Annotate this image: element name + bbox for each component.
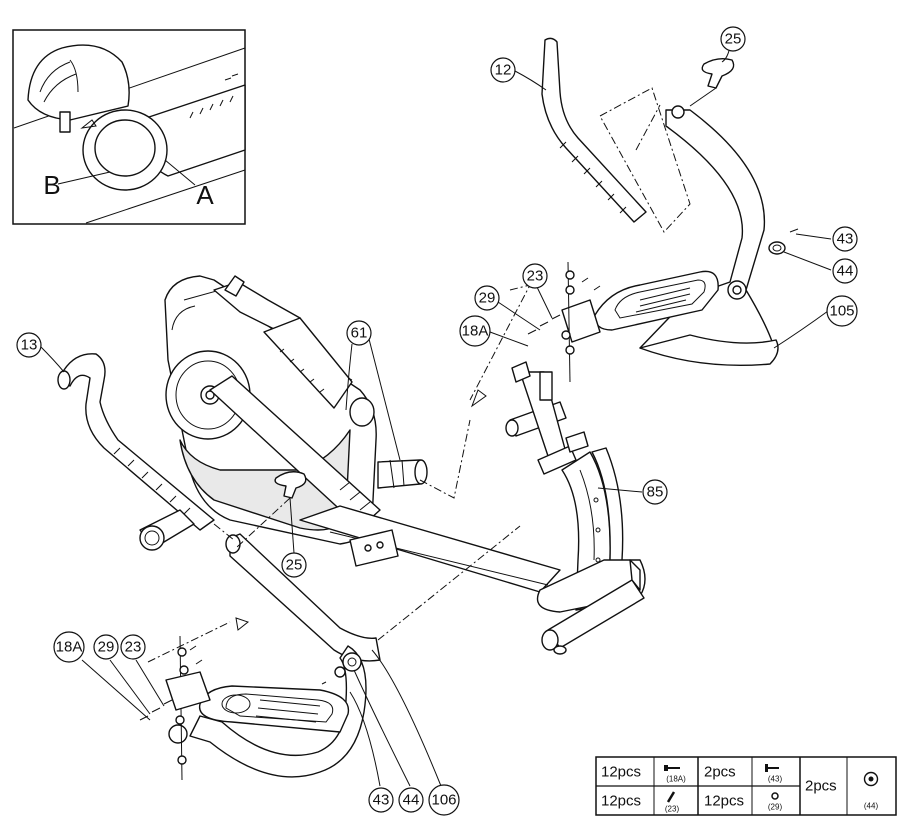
callout-12: 12: [490, 57, 516, 83]
svg-text:(29): (29): [768, 803, 783, 812]
left-bracket-hardware: [139, 635, 211, 781]
left-arm-lower: [168, 533, 381, 778]
svg-text:18A: 18A: [56, 639, 83, 656]
seat-bracket: [213, 275, 353, 409]
nut-icon: [771, 792, 779, 800]
right-pedal: [561, 270, 719, 343]
svg-text:44: 44: [403, 792, 420, 809]
bolt-icon: [664, 765, 680, 771]
washer-cap-bottom: [321, 666, 346, 685]
svg-text:44: 44: [837, 263, 854, 280]
callout-106: 106: [428, 784, 460, 816]
base-beam: [299, 505, 561, 593]
callout-29-left: 29: [93, 634, 119, 660]
hardware-cell-43: 2pcs (43): [704, 764, 782, 784]
inset-detail: B A: [12, 29, 246, 225]
svg-text:12: 12: [495, 62, 512, 79]
left-pedal: [198, 685, 350, 733]
right-handlebar-upper: [541, 37, 647, 223]
svg-text:25: 25: [286, 557, 303, 574]
washer-pin-icon: [666, 791, 676, 803]
svg-text:23: 23: [125, 639, 142, 656]
left-handlebar-upper: [57, 353, 215, 531]
svg-text:(43): (43): [768, 775, 783, 784]
washer-cap-right: [768, 228, 799, 255]
svg-text:23: 23: [527, 268, 544, 285]
callout-18A-right: 18A: [459, 315, 491, 347]
callout-13: 13: [16, 332, 42, 358]
svg-text:13: 13: [21, 337, 38, 354]
right-arm-lower: [639, 105, 779, 366]
right-bracket-hardware: [527, 261, 601, 383]
svg-text:85: 85: [647, 484, 664, 501]
knob-top: [689, 57, 735, 107]
callout-23-right: 23: [522, 263, 548, 289]
callout-23-left: 23: [120, 634, 146, 660]
svg-text:12pcs: 12pcs: [601, 793, 641, 810]
callout-18A-left: 18A: [53, 631, 85, 663]
svg-text:18A: 18A: [462, 323, 489, 340]
callout-43-bottom: 43: [368, 787, 394, 813]
hardware-cell-23: 12pcs (23): [601, 791, 680, 814]
tube-hole-markings: [189, 73, 239, 119]
upright-crossbar: [505, 361, 589, 475]
callout-29-right: 29: [474, 285, 500, 311]
front-stabilizer: [541, 559, 645, 655]
callout-25-mid: 25: [281, 552, 307, 578]
hardware-cell-44: 2pcs (44): [805, 771, 879, 811]
svg-text:2pcs: 2pcs: [704, 764, 736, 781]
knob-mid: [235, 471, 307, 549]
seat-slide-tube: [209, 375, 381, 529]
svg-text:25: 25: [725, 31, 742, 48]
svg-text:12pcs: 12pcs: [704, 793, 744, 810]
svg-text:2pcs: 2pcs: [805, 778, 837, 795]
svg-text:43: 43: [837, 231, 854, 248]
svg-text:29: 29: [479, 290, 496, 307]
svg-text:29: 29: [98, 639, 115, 656]
screw-icon: [765, 764, 779, 772]
hardware-table: 12pcs (18A) 12pcs (23) 2pcs (43): [595, 756, 897, 816]
svg-text:(23): (23): [665, 805, 680, 814]
inset-label-b: B: [43, 170, 60, 200]
callout-44-right: 44: [832, 258, 858, 284]
inset-label-a: A: [196, 180, 214, 210]
support-tube-61: [377, 459, 428, 489]
rear-stabilizer: [139, 509, 195, 551]
callout-61: 61: [346, 320, 372, 346]
hardware-cell-29: 12pcs (29): [704, 792, 783, 812]
svg-text:(18A): (18A): [666, 775, 686, 784]
svg-text:43: 43: [373, 792, 390, 809]
callout-43-right: 43: [832, 226, 858, 252]
callout-105: 105: [826, 295, 858, 327]
svg-text:12pcs: 12pcs: [601, 764, 641, 781]
svg-text:106: 106: [431, 792, 456, 809]
svg-text:105: 105: [829, 303, 854, 320]
svg-text:61: 61: [351, 325, 368, 342]
cap-washer-icon: [863, 771, 879, 787]
hardware-cell-18A: 12pcs (18A): [601, 764, 686, 784]
callout-25-top: 25: [720, 26, 746, 52]
callout-85: 85: [642, 479, 668, 505]
leader-lines: [39, 45, 832, 787]
callout-44-bottom: 44: [398, 787, 424, 813]
svg-text:(44): (44): [864, 802, 879, 811]
